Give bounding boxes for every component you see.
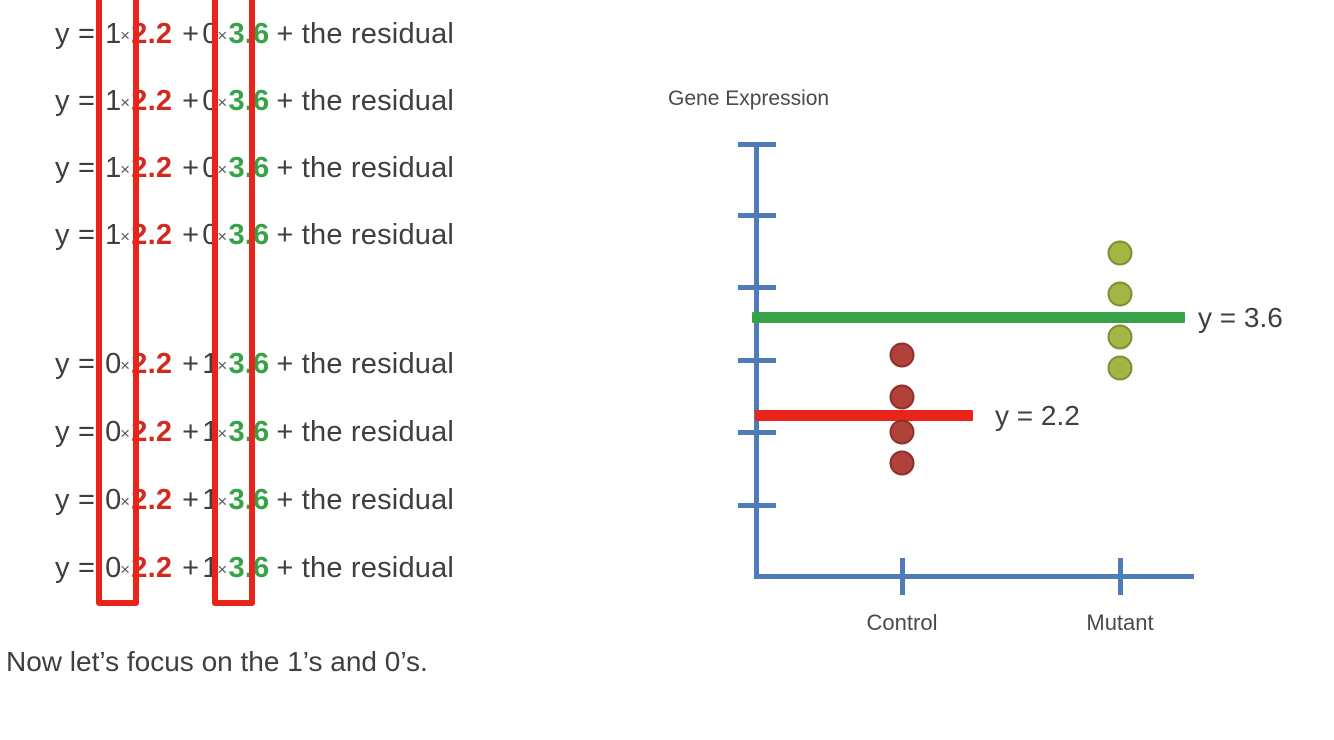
y-axis-tick [738,285,776,290]
multiply-symbol: × [120,492,131,511]
data-point-control [889,384,915,410]
beta-mutant: 3.6 [228,18,270,50]
plus-symbol: + [182,219,200,251]
mutant-mean-line [752,312,1185,323]
plus-symbol: + [182,416,200,448]
data-point-mutant [1107,240,1133,266]
y-axis-tick [738,142,776,147]
equation-lhs: y = [55,18,96,50]
mutant-mean-label: y = 3.6 [1198,302,1283,333]
coefficient-control: 1 [105,219,122,251]
plus-symbol: + [182,85,200,117]
residual-text: + the residual [276,152,455,184]
slide-caption: Now let’s focus on the 1’s and 0’s. [6,646,428,677]
equation-row: y =0×2.2+1×3.6+ the residual [55,342,454,386]
coefficient-control: 1 [105,85,122,117]
equation-row: y =0×2.2+1×3.6+ the residual [55,410,454,454]
data-point-control [889,419,915,445]
data-point-mutant [1107,281,1133,307]
multiply-symbol: × [217,492,228,511]
residual-text: + the residual [276,348,455,380]
plus-symbol: + [182,552,200,584]
beta-mutant: 3.6 [228,152,270,184]
equation-lhs: y = [55,416,96,448]
coefficient-control: 1 [105,152,122,184]
data-point-mutant [1107,324,1133,350]
residual-text: + the residual [276,85,455,117]
coefficient-control: 0 [105,416,122,448]
equation-lhs: y = [55,152,96,184]
beta-mutant: 3.6 [228,85,270,117]
beta-mutant: 3.6 [228,416,270,448]
plus-symbol: + [182,152,200,184]
mutant-indicator-column-box [212,0,255,606]
control-indicator-column-box [96,0,139,606]
residual-text: + the residual [276,219,455,251]
coefficient-control: 1 [105,18,122,50]
equation-row: y =0×2.2+1×3.6+ the residual [55,478,454,522]
x-axis-label-control: Control [866,610,938,635]
y-axis-tick [738,503,776,508]
equation-lhs: y = [55,219,96,251]
y-axis-tick [738,358,776,363]
y-axis-tick [738,213,776,218]
multiply-symbol: × [120,356,131,375]
multiply-symbol: × [217,560,228,579]
multiply-symbol: × [120,160,131,179]
control-mean-line [755,410,973,421]
data-point-mutant [1107,355,1133,381]
data-point-control [889,450,915,476]
y-axis-tick [738,430,776,435]
x-axis-label-mutant: Mutant [1086,610,1154,635]
equation-lhs: y = [55,484,96,516]
x-axis-line [754,574,1194,579]
multiply-symbol: × [217,356,228,375]
plus-symbol: + [182,484,200,516]
multiply-symbol: × [217,160,228,179]
control-mean-label: y = 2.2 [995,400,1080,431]
coefficient-control: 0 [105,348,122,380]
x-axis-tick-control [900,558,905,595]
multiply-symbol: × [217,26,228,45]
equation-lhs: y = [55,552,96,584]
data-point-control [889,342,915,368]
beta-mutant: 3.6 [228,484,270,516]
multiply-symbol: × [217,93,228,112]
gene-expression-chart: Gene Expression Control Mutant y = 3.6 y… [650,80,1334,660]
equation-list: y =1×2.2+0×3.6+ the residual y =1×2.2+0×… [0,0,560,620]
multiply-symbol: × [120,424,131,443]
multiply-symbol: × [120,227,131,246]
multiply-symbol: × [120,93,131,112]
multiply-symbol: × [120,26,131,45]
beta-mutant: 3.6 [228,219,270,251]
residual-text: + the residual [276,552,455,584]
residual-text: + the residual [276,484,455,516]
beta-mutant: 3.6 [228,348,270,380]
residual-text: + the residual [276,18,455,50]
equation-row: y =1×2.2+0×3.6+ the residual [55,213,454,257]
y-axis-title: Gene Expression [668,87,830,110]
coefficient-control: 0 [105,484,122,516]
multiply-symbol: × [217,424,228,443]
equation-lhs: y = [55,85,96,117]
coefficient-control: 0 [105,552,122,584]
equation-lhs: y = [55,348,96,380]
residual-text: + the residual [276,416,455,448]
plus-symbol: + [182,348,200,380]
x-axis-tick-mutant [1118,558,1123,595]
multiply-symbol: × [120,560,131,579]
multiply-symbol: × [217,227,228,246]
beta-mutant: 3.6 [228,552,270,584]
plus-symbol: + [182,18,200,50]
